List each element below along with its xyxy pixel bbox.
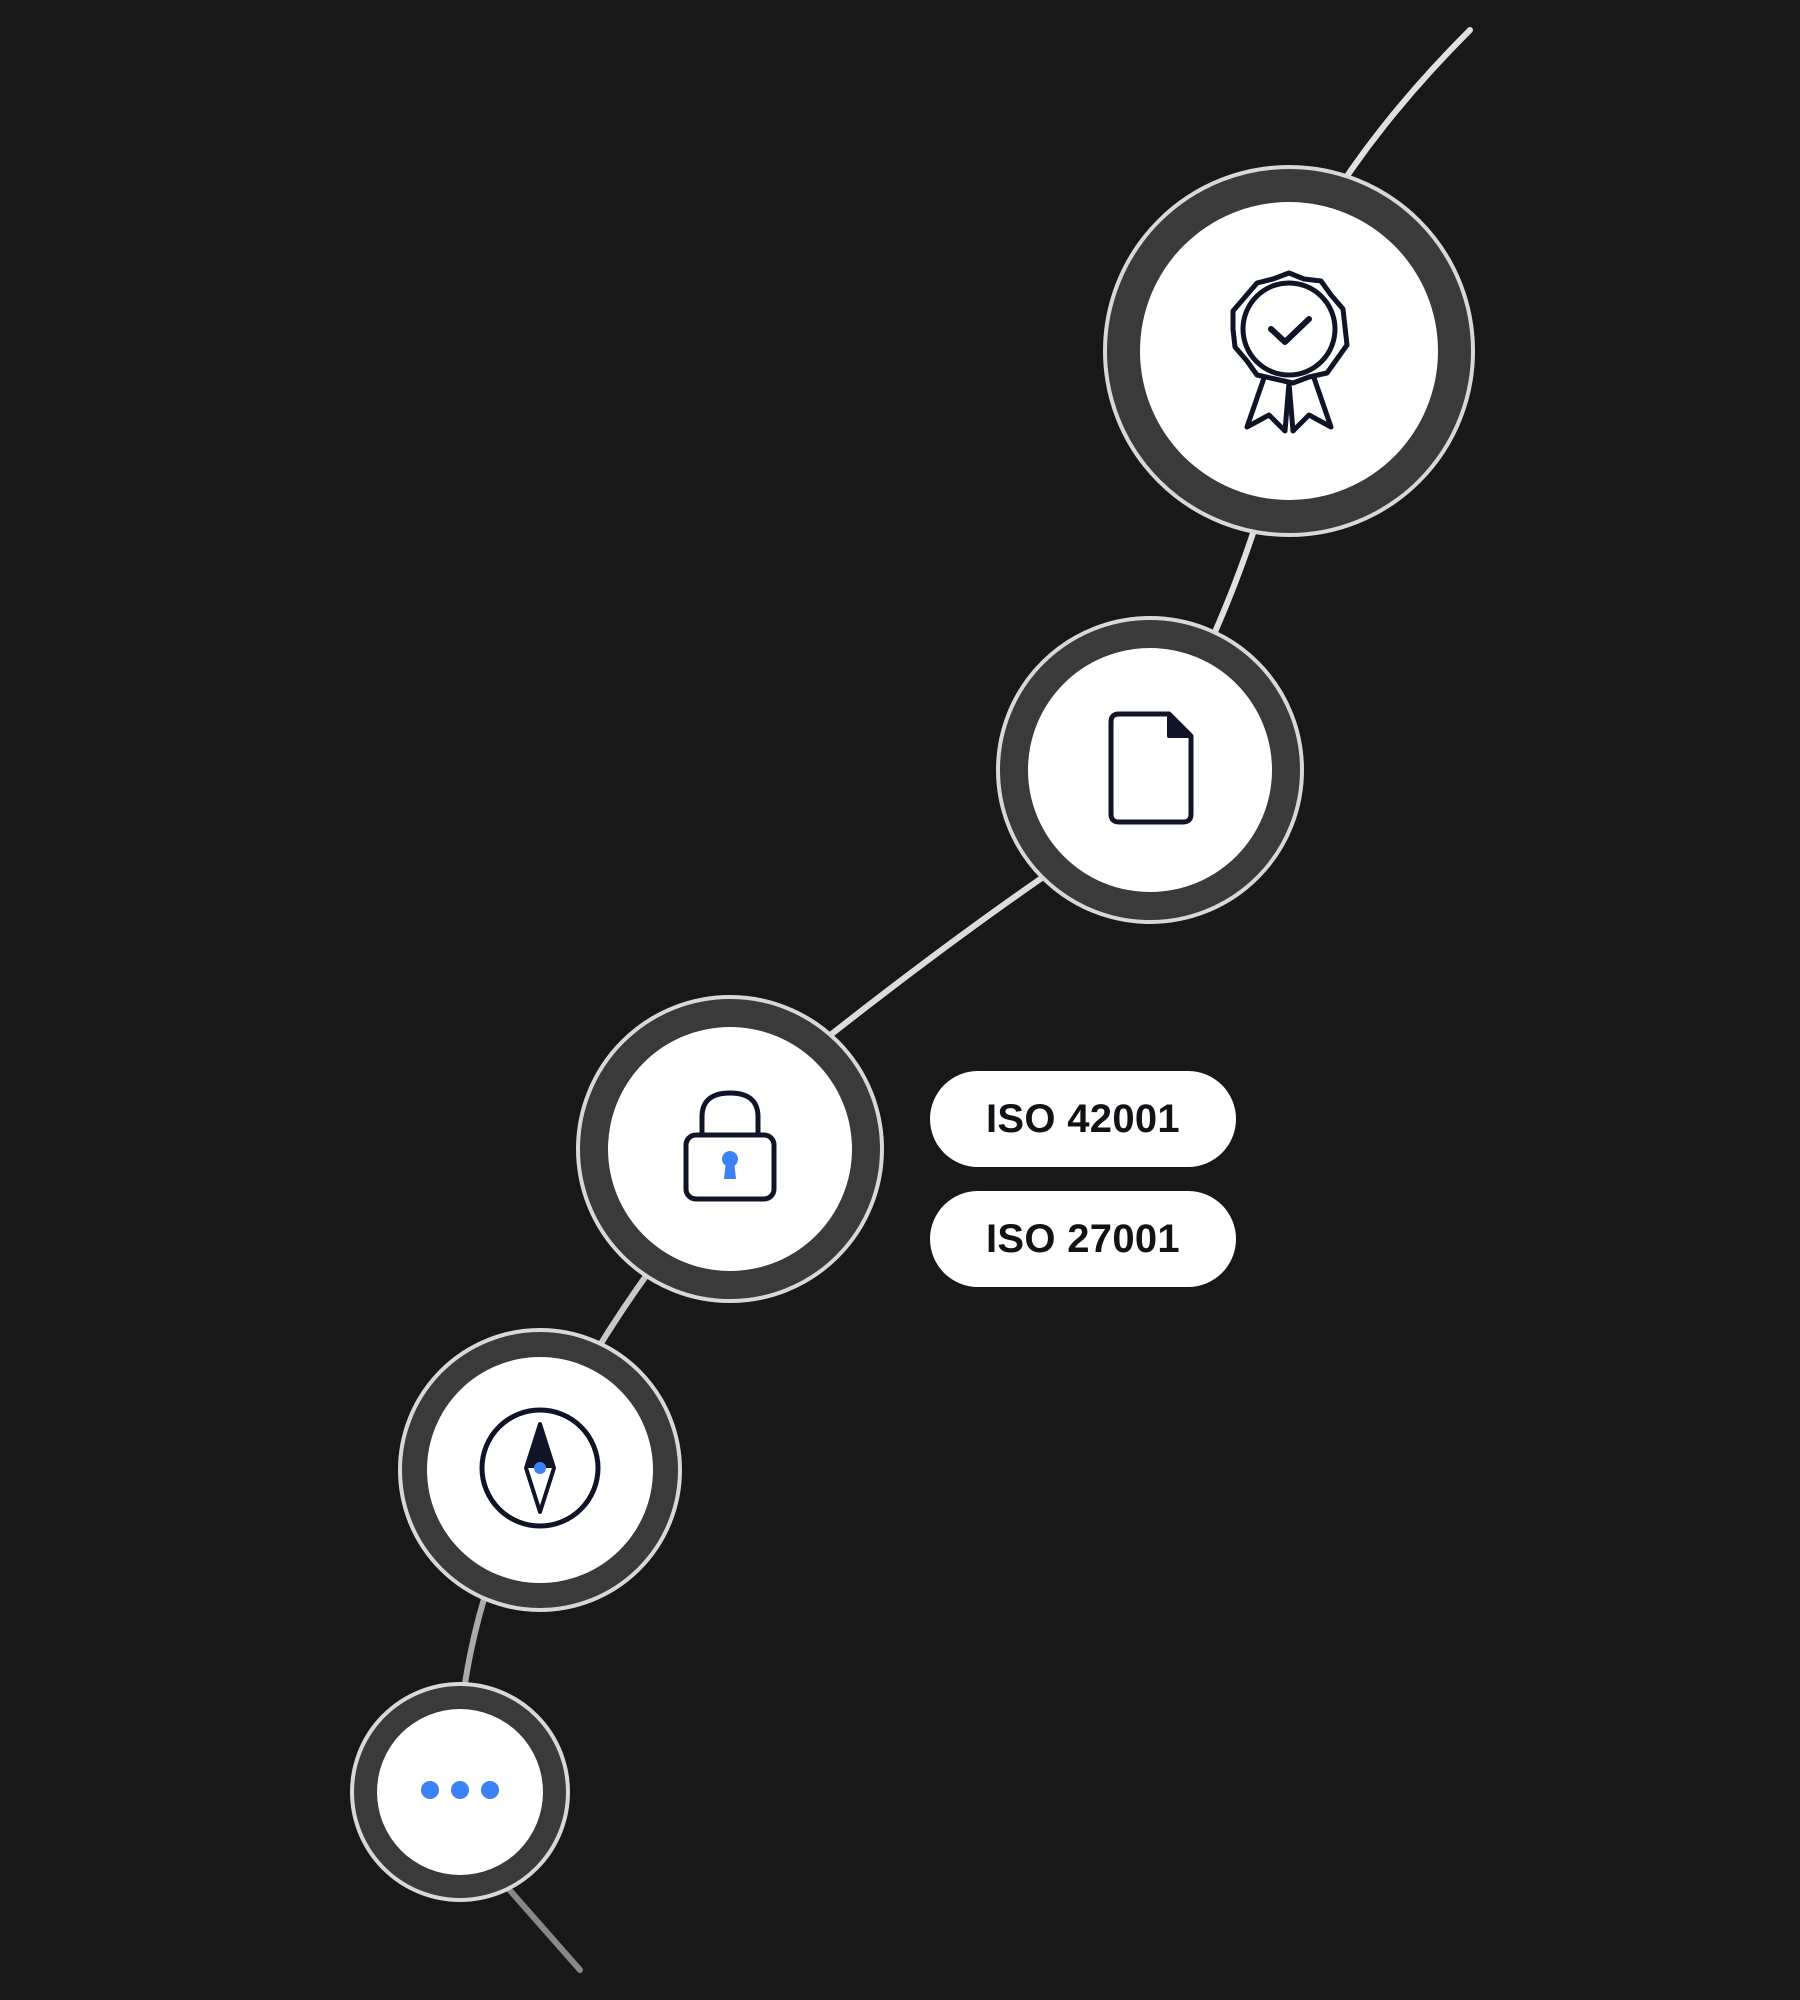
more-dots-icon — [420, 1780, 500, 1805]
award-badge-icon — [1209, 259, 1369, 444]
step-node-more[interactable] — [350, 1682, 570, 1902]
badge-label: ISO 42001 — [986, 1096, 1180, 1141]
step-node-document[interactable] — [996, 616, 1304, 924]
lock-icon — [680, 1087, 780, 1212]
step-node-lock[interactable] — [576, 995, 884, 1303]
document-icon — [1105, 710, 1195, 831]
badge-label: ISO 27001 — [986, 1216, 1180, 1261]
compass-icon — [478, 1406, 602, 1535]
step-node-compass[interactable] — [398, 1328, 682, 1612]
badge-iso-27001: ISO 27001 — [930, 1191, 1236, 1287]
badge-iso-42001: ISO 42001 — [930, 1071, 1236, 1167]
connector-segment — [802, 857, 1071, 1058]
step-node-award[interactable] — [1103, 165, 1475, 537]
